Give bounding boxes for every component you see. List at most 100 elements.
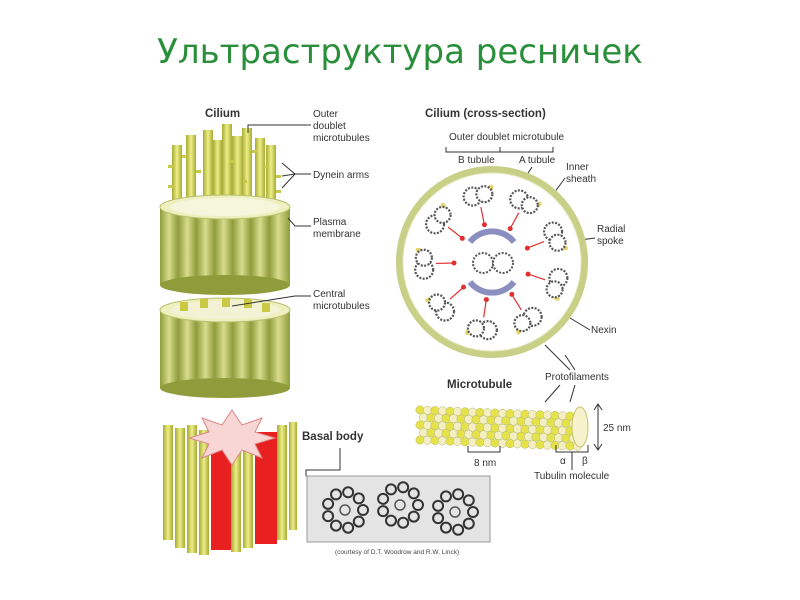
tubulin-bead (531, 417, 541, 427)
tubulin-bead (539, 417, 548, 427)
tubulin-bead (415, 435, 425, 445)
micrograph-credit: (courtesy of D.T. Woodrow and R.W. Linck… (335, 549, 459, 556)
label-a-tubule: A tubule (519, 155, 556, 166)
tubulin-bead (509, 431, 518, 441)
label-alpha: α (560, 456, 566, 467)
tubulin-bead (441, 413, 451, 423)
electron-micrograph: (courtesy of D.T. Woodrow and R.W. Linck… (306, 475, 491, 556)
tubulin-bead (516, 416, 526, 426)
microtubule-header: Microtubule (447, 379, 512, 391)
tubulin-bead (471, 415, 481, 425)
tubulin-bead (561, 433, 571, 443)
tubulin-bead (415, 420, 425, 430)
tubulin-bead (434, 413, 443, 423)
tubulin-bead (524, 417, 533, 427)
tubulin-bead (430, 436, 440, 446)
label-outer-doublet-2: doublet (313, 121, 346, 132)
outer-doublet (524, 221, 568, 252)
tubulin-bead (460, 437, 470, 447)
tubulin-bead (550, 440, 560, 450)
tubulin-bead (494, 416, 503, 425)
tubulin-beads (415, 405, 589, 451)
label-cs-outer-doublet: Outer doublet microtubule (449, 132, 565, 143)
tubulin-bead (520, 439, 530, 449)
label-plasma-membrane-1: Plasma (313, 217, 347, 228)
label-b-tubule: B tubule (458, 155, 495, 166)
outer-doublet (509, 291, 543, 335)
label-outer-doublet-3: microtubules (313, 133, 370, 144)
label-central-2: microtubules (313, 301, 370, 312)
tubulin-bead (434, 428, 443, 438)
microtubule-model: Microtubule Protofilaments 25 nm 8 nm α … (415, 344, 631, 482)
tubulin-bead (441, 428, 451, 438)
tubulin-bead (479, 430, 488, 440)
outer-doublet (424, 202, 465, 241)
tubulin-bead (524, 432, 533, 442)
tubulin-bead (505, 439, 515, 449)
outer-doublet (465, 297, 498, 341)
tubulin-bead (423, 435, 432, 445)
tubulin-bead (483, 438, 492, 448)
tubulin-bead (486, 430, 496, 440)
tubulin-bead (453, 437, 462, 446)
tubulin-bead (501, 416, 511, 426)
tubulin-bead (535, 440, 545, 450)
cilium-header: Cilium (205, 108, 240, 120)
tubulin-bead (509, 416, 518, 426)
label-8nm: 8 nm (474, 458, 496, 469)
tubulin-bead (471, 430, 481, 440)
outer-doublets (414, 184, 569, 341)
tubulin-bead (449, 414, 458, 424)
tubulin-bead (475, 437, 485, 447)
tubulin-bead (531, 432, 541, 442)
label-plasma-membrane-2: membrane (313, 229, 361, 240)
tubulin-bead (415, 405, 425, 415)
tubulin-bead (501, 431, 511, 441)
label-central-1: Central (313, 289, 345, 300)
tubulin-bead (561, 418, 571, 428)
label-radial-spoke-2: spoke (597, 236, 624, 247)
label-inner-sheath-1: Inner (566, 162, 589, 173)
outer-doublet-rods (168, 124, 281, 207)
tubulin-bead (419, 413, 428, 422)
label-protofilaments: Protofilaments (545, 372, 609, 383)
tubulin-bead (546, 433, 556, 443)
label-dynein-arms: Dynein arms (313, 170, 369, 181)
tubulin-bead (468, 437, 477, 447)
tubulin-bead (449, 429, 458, 439)
tubulin-bead (464, 414, 473, 424)
label-beta: β (582, 456, 588, 467)
label-outer-doublet-1: Outer (313, 109, 339, 120)
central-pair (467, 228, 517, 296)
tubulin-bead (456, 414, 466, 424)
tubulin-bead (513, 439, 522, 449)
outer-doublet (414, 247, 457, 280)
label-radial-spoke-1: Radial (597, 224, 625, 235)
tubulin-bead (419, 428, 428, 437)
page-title: Ультраструктура ресничек (157, 32, 643, 72)
basal-body-header: Basal body (302, 431, 364, 443)
left-labels: Outer doublet microtubules Dynein arms P… (231, 109, 490, 477)
tubulin-bead (539, 432, 548, 442)
tubulin-bead (558, 441, 567, 451)
tubulin-bead (554, 433, 563, 443)
tubulin-bead (426, 428, 436, 438)
tubulin-bead (438, 436, 447, 446)
outer-doublet (462, 184, 494, 228)
tubulin-bead (494, 431, 503, 440)
tubulin-bead (528, 440, 537, 449)
cross-section-diagram: Cilium (cross-section) Outer doublet mic… (396, 108, 625, 358)
cilium-3d-model: Cilium (159, 108, 291, 398)
label-nexin: Nexin (591, 325, 617, 336)
tubulin-bead (464, 429, 473, 439)
outer-doublet (507, 189, 542, 232)
label-25nm: 25 nm (603, 423, 631, 434)
tubulin-bead (546, 418, 556, 428)
tubulin-bead (479, 415, 488, 425)
cross-section-header: Cilium (cross-section) (425, 108, 546, 120)
tubulin-bead (426, 413, 436, 423)
tubulin-bead (565, 441, 575, 451)
tubulin-bead (445, 436, 455, 446)
label-inner-sheath-2: sheath (566, 174, 596, 185)
